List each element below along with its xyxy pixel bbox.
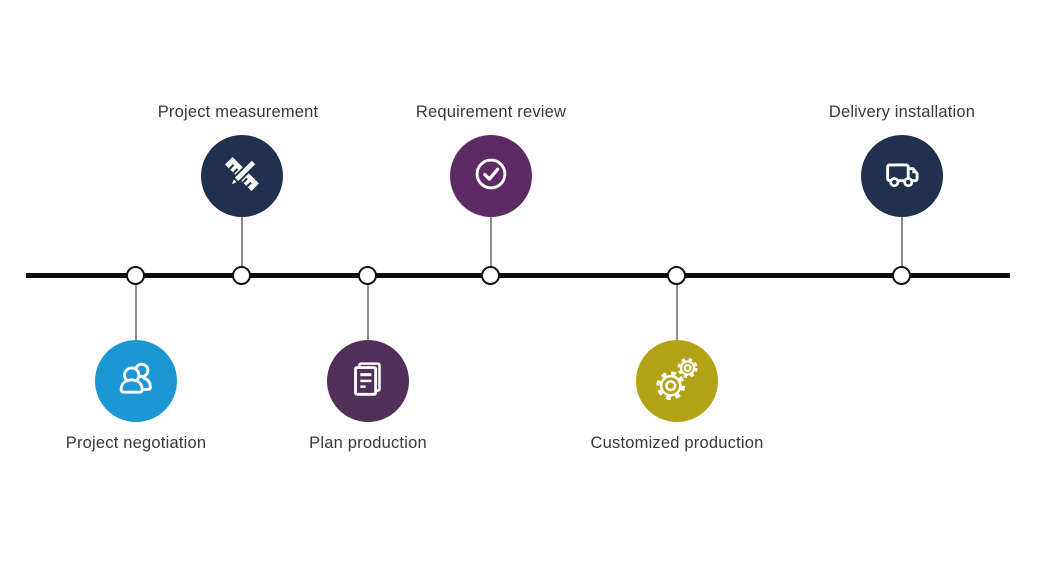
step-label: Customized production (590, 434, 764, 452)
people-icon (113, 356, 159, 407)
timeline-node (667, 266, 686, 285)
truck-icon (879, 151, 925, 202)
step-bubble (95, 340, 177, 422)
step-bubble (327, 340, 409, 422)
step-connector (676, 278, 678, 381)
step-bubble (201, 135, 283, 217)
step-bubble (636, 340, 718, 422)
document-icon (345, 356, 391, 407)
timeline-axis (26, 273, 1010, 278)
step-connector (367, 278, 369, 381)
check-icon (468, 151, 514, 202)
timeline-node (232, 266, 251, 285)
step-connector (135, 278, 137, 381)
step-bubble (861, 135, 943, 217)
step-label: Project measurement (157, 103, 319, 121)
timeline-node (126, 266, 145, 285)
timeline-node (481, 266, 500, 285)
step-label: Project negotiation (65, 434, 207, 452)
timeline-node (358, 266, 377, 285)
step-connector (901, 176, 903, 276)
gears-icon (654, 356, 700, 407)
step-connector (241, 176, 243, 276)
step-label: Plan production (309, 434, 427, 452)
ruler-pencil-icon (219, 151, 265, 202)
timeline-node (892, 266, 911, 285)
step-bubble (450, 135, 532, 217)
step-connector (490, 176, 492, 276)
step-label: Requirement review (415, 103, 567, 121)
step-label: Delivery installation (828, 103, 976, 121)
